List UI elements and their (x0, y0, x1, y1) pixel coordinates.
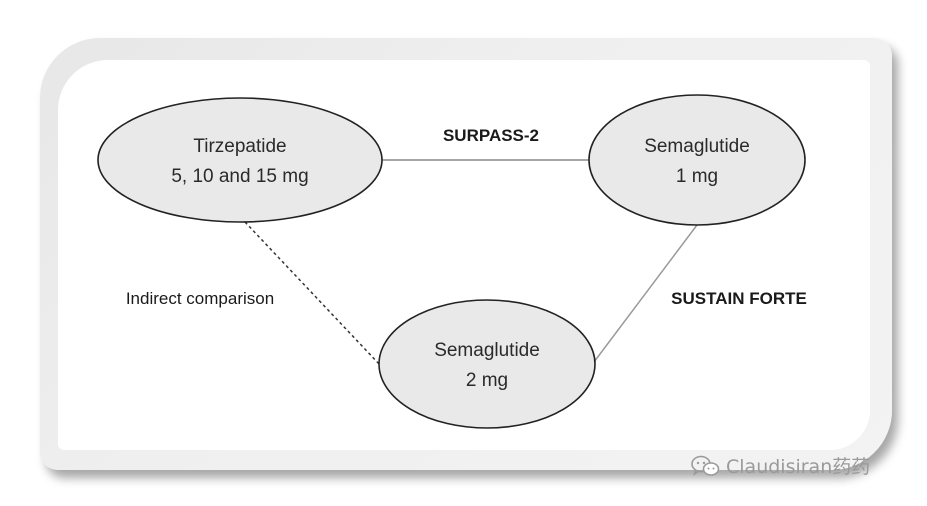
watermark-text: Claudisiran药药 (726, 456, 871, 478)
tirzepatide-name: Tirzepatide (193, 136, 286, 157)
node-tirzepatide: Tirzepatide 5, 10 and 15 mg (97, 97, 383, 223)
indirect-comparison-label: Indirect comparison (126, 289, 274, 308)
sustain-forte-edge (593, 224, 698, 363)
sema1-name: Semaglutide (644, 136, 750, 157)
surpass2-label: SURPASS-2 (443, 126, 539, 145)
sustain-forte-label: SUSTAIN FORTE (671, 289, 807, 308)
sema2-name: Semaglutide (434, 340, 540, 361)
watermark: Claudisiran药药 (690, 452, 870, 479)
indirect-edge (244, 221, 381, 366)
wechat-icon (690, 454, 720, 478)
node-semaglutide-1mg: Semaglutide 1 mg (588, 94, 806, 226)
tirzepatide-dose: 5, 10 and 15 mg (171, 166, 308, 187)
sema1-dose: 1 mg (676, 166, 718, 187)
sema2-dose: 2 mg (466, 370, 508, 391)
node-semaglutide-2mg: Semaglutide 2 mg (378, 299, 596, 429)
